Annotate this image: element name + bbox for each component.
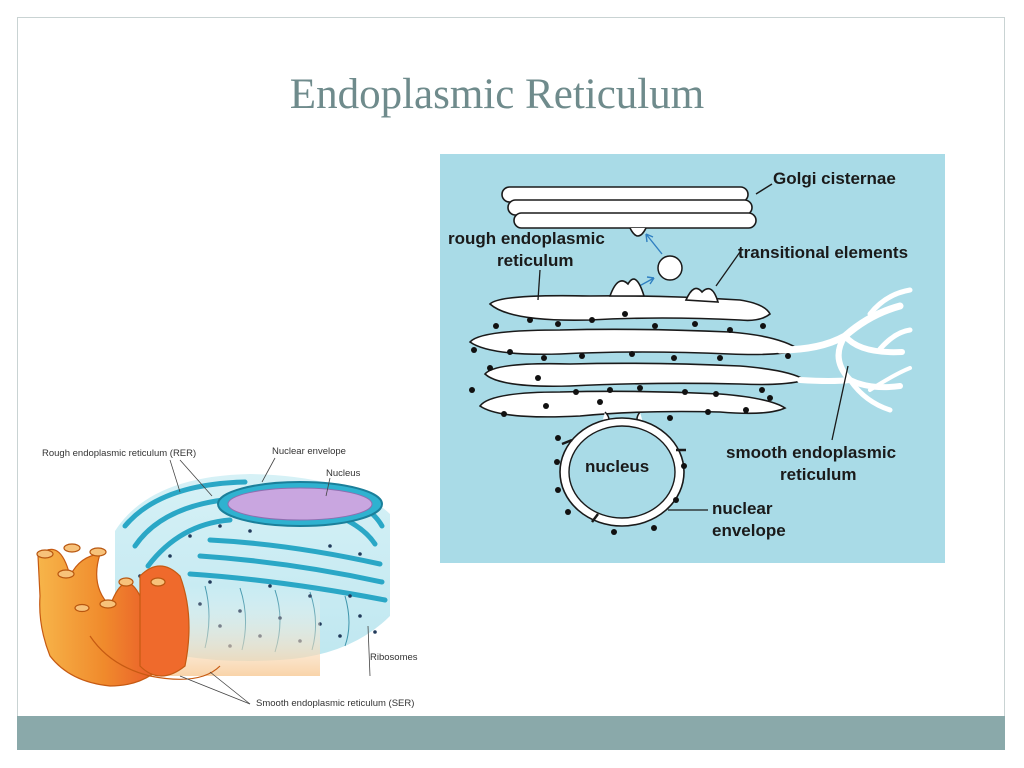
label-rer: Rough endoplasmic reticulum (RER) — [42, 448, 196, 459]
label-nuclear-envelope-line1: nuclear — [712, 499, 773, 518]
ser-tubule-openings — [36, 543, 166, 613]
golgi-leader-line — [755, 183, 773, 195]
arrow-up — [645, 233, 663, 255]
nucleus-interior — [568, 425, 676, 519]
slide-title: Endoplasmic Reticulum — [289, 71, 705, 118]
er-3d-illustration: Rough endoplasmic reticulum (RER) Nuclea… — [36, 446, 418, 709]
label-transitional-elements: transitional elements — [738, 243, 908, 262]
label-smooth-er-line1: smooth endoplasmic — [726, 443, 896, 462]
rough-er-leader-line — [537, 269, 541, 301]
golgi-cisternae — [501, 186, 757, 229]
golgi-bud — [629, 227, 647, 237]
label-rough-er-line1: rough endoplasmic — [448, 229, 605, 248]
transitional-leader-line — [715, 251, 741, 287]
transport-vesicle — [657, 255, 683, 281]
label-nucleus: Nucleus — [326, 468, 361, 479]
smooth-er-leader-line — [831, 365, 849, 441]
nuclear-pore-3 — [591, 513, 599, 523]
label-rough-er-line2: reticulum — [497, 251, 574, 270]
left-leader-lines — [169, 457, 371, 705]
label-ribosomes: Ribosomes — [370, 652, 418, 663]
label-nucleus: nucleus — [585, 457, 649, 476]
label-smooth-er-line2: reticulum — [780, 465, 857, 484]
smooth-er-branches — [776, 287, 913, 413]
label-nuclear-envelope: Nuclear envelope — [272, 446, 346, 457]
label-ser: Smooth endoplasmic reticulum (SER) — [256, 698, 414, 709]
er-schematic-diagram: Golgi cisternae rough endoplasmic reticu… — [440, 154, 945, 563]
nucleus-3d — [227, 487, 373, 521]
ribosomes — [469, 311, 791, 535]
label-nuclear-envelope-line2: envelope — [712, 521, 786, 540]
nuclear-pore-1 — [561, 438, 573, 446]
label-golgi-cisternae: Golgi cisternae — [773, 169, 896, 188]
footer-bar — [17, 716, 1005, 750]
ser-tubules — [37, 548, 221, 687]
